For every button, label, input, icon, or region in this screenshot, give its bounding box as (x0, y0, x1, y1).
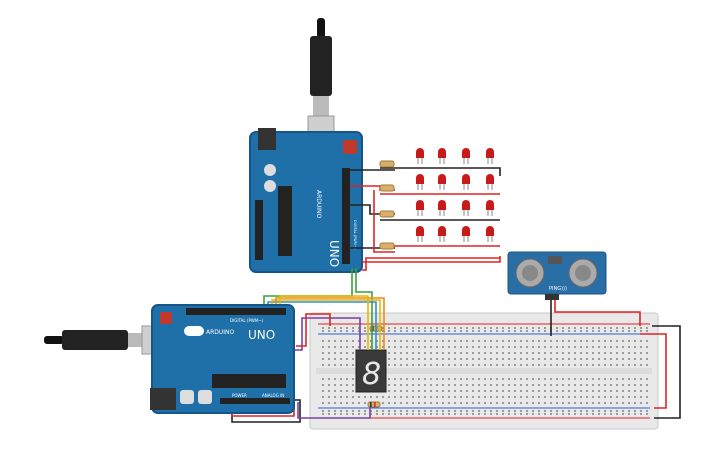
power-label: POWER (232, 393, 247, 398)
resistor (379, 184, 395, 192)
breadboard[interactable] (309, 312, 659, 430)
led[interactable] (438, 174, 446, 190)
power-jack (258, 128, 276, 150)
led[interactable] (438, 148, 446, 164)
led[interactable] (462, 174, 470, 190)
led[interactable] (438, 226, 446, 242)
board-brand-label: ARDUINO (315, 190, 322, 219)
board-brand-label: ARDUINO (206, 329, 235, 336)
reset-button[interactable] (160, 312, 172, 324)
led[interactable] (416, 148, 424, 164)
led[interactable] (416, 226, 424, 242)
digital-header (186, 308, 286, 315)
seven-segment-display[interactable]: 8 (355, 349, 387, 393)
digital-header-label: DIGITAL (PWM~) (353, 220, 357, 250)
power-jack (150, 388, 176, 410)
microcontroller-chip (212, 374, 286, 388)
led[interactable] (486, 200, 494, 216)
led[interactable] (462, 148, 470, 164)
resistor (379, 160, 395, 168)
ultrasonic-sensor[interactable]: PING))) (507, 251, 607, 300)
board-model-label: UNO (327, 240, 341, 267)
led[interactable] (486, 174, 494, 190)
led[interactable] (486, 148, 494, 164)
led[interactable] (462, 200, 470, 216)
reset-button[interactable] (343, 140, 357, 154)
led[interactable] (462, 226, 470, 242)
led-array-wiring (350, 167, 501, 271)
resistor-bottom-display (367, 401, 381, 408)
arduino-logo (184, 326, 204, 336)
breadboard-holes (322, 327, 648, 415)
power-header (255, 200, 263, 260)
led[interactable] (416, 174, 424, 190)
led-array (379, 148, 494, 250)
microcontroller-chip (278, 186, 292, 256)
usb-cable-top[interactable] (307, 18, 335, 149)
arduino-uno-bottom[interactable]: DIGITAL (PWM~) ARDUINO UNO POWER ANALOG … (150, 304, 295, 414)
digital-header-label: DIGITAL (PWM~) (230, 318, 264, 323)
power-header (220, 398, 290, 404)
led[interactable] (438, 200, 446, 216)
display-digit: 8 (362, 357, 381, 392)
sensor-label: PING))) (549, 286, 567, 292)
digital-header (342, 168, 350, 264)
resistor (379, 242, 395, 250)
board-model-label: UNO (248, 328, 275, 342)
arduino-uno-top[interactable]: UNO ARDUINO DIGITAL (PWM~) (249, 128, 363, 273)
resistor (379, 210, 395, 218)
led[interactable] (486, 226, 494, 242)
led[interactable] (416, 200, 424, 216)
analog-label: ANALOG IN (262, 393, 284, 398)
